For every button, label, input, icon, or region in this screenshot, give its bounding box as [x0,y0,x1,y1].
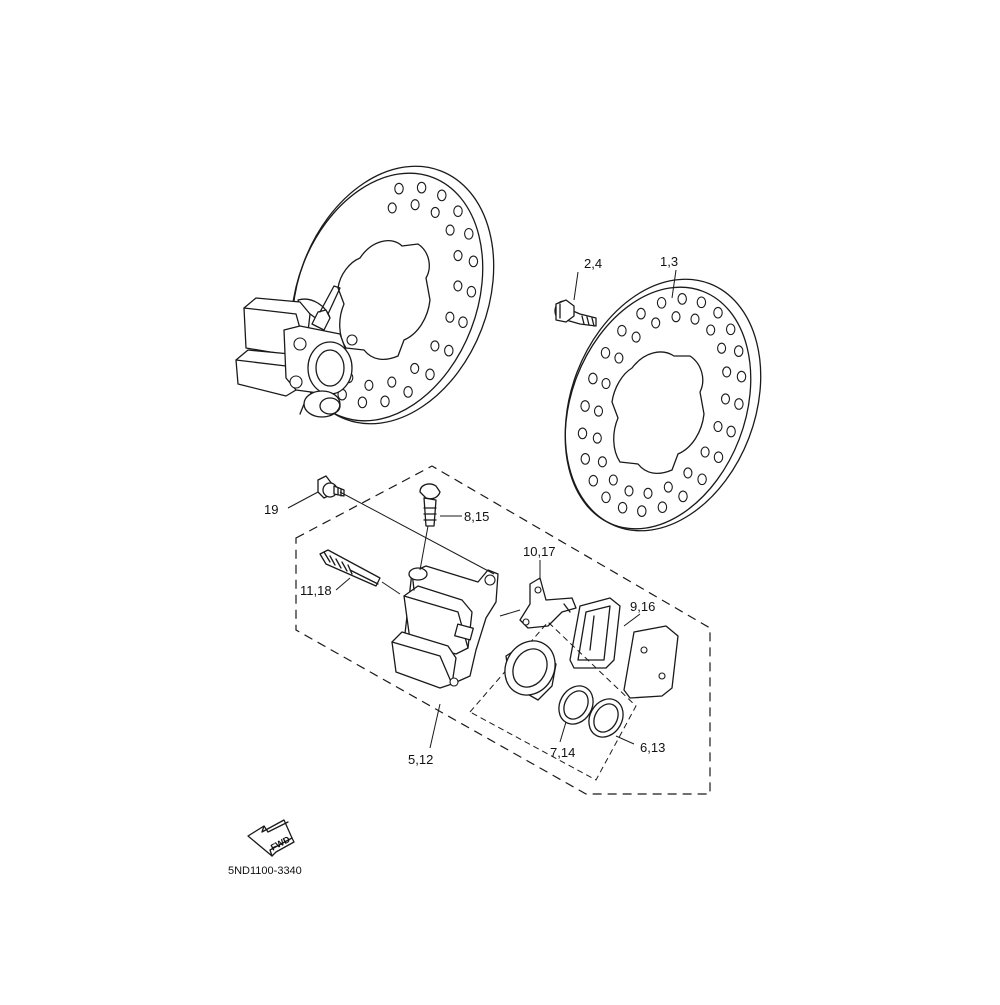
vent-hole [624,485,634,497]
vent-hole [410,362,420,374]
fwd-arrow-icon: FWD [247,819,295,857]
bleed-screw [419,483,441,527]
brake-disc [564,278,762,532]
vent-hole [733,345,744,357]
vent-hole [394,182,404,195]
vent-hole [601,377,611,390]
vent-hole [364,379,374,391]
vent-hole [430,206,440,218]
callout-2-4: 2,4 [584,256,602,271]
vent-hole [387,202,397,214]
vent-hole [445,224,455,236]
vent-hole [643,487,653,499]
vent-hole [736,370,747,383]
vent-hole [678,490,688,503]
vent-hole [580,453,591,465]
vent-hole [713,420,723,433]
vent-hole [403,386,413,398]
vent-hole [656,296,667,309]
vent-hole [466,285,477,298]
disc-bolt [554,299,597,327]
vent-hole [663,481,673,493]
piston-seals [558,685,624,738]
vent-hole [671,311,681,323]
vent-hole [717,342,727,354]
vent-hole [425,368,435,381]
vent-hole [588,372,598,385]
callout-labels: 2,4 1,3 19 8,15 10,17 11,18 9,16 5,12 7,… [264,254,678,767]
vent-hole [453,250,463,262]
caliper-body [391,565,499,689]
vent-hole [734,398,744,410]
vent-hole [726,425,736,438]
assembled-disc-caliper [235,165,495,425]
brake-pads [569,597,679,699]
assembled-caliper [235,285,358,418]
callout-7-14: 7,14 [550,745,575,760]
vent-hole [720,393,731,405]
vent-hole [453,205,463,218]
vent-hole [464,227,474,240]
vent-hole [722,366,732,378]
vent-hole [700,446,710,458]
vent-hole [601,491,611,504]
vent-hole [657,501,668,514]
vent-hole [416,181,427,194]
leader-lines [287,269,677,749]
exploded-view-boundary [295,465,711,795]
vent-hole [713,451,724,464]
vent-hole [453,280,463,292]
pad-spring [519,577,577,629]
callout-5-12: 5,12 [408,752,433,767]
vent-hole [577,427,588,440]
vent-hole [357,396,368,409]
vent-hole [706,324,716,336]
vent-hole [725,323,736,336]
vent-hole [597,456,607,468]
callout-8-15: 8,15 [464,509,489,524]
diagram-code: 5ND1100-3340 [228,865,302,877]
vent-hole [637,505,647,517]
vent-hole [713,306,723,319]
vent-hole [677,293,687,305]
callout-19: 19 [264,502,278,517]
vent-hole [593,405,604,417]
vent-hole [444,344,454,357]
vent-hole [592,432,602,444]
vent-hole [631,331,641,343]
vent-hole [458,316,468,329]
vent-hole [387,376,397,388]
vent-hole [580,400,590,412]
vent-hole [617,501,628,514]
vent-hole [690,313,700,325]
vent-hole [437,189,447,202]
vent-hole [445,311,455,323]
vent-hole [651,317,661,329]
vent-hole [380,395,390,408]
vent-hole [636,307,646,320]
vent-hole [468,255,479,268]
vent-hole [410,199,420,211]
callout-11-18: 11,18 [300,583,332,598]
vent-hole [588,474,599,487]
vent-hole [697,473,707,486]
assembled-brake-disc [290,165,495,425]
callout-10-17: 10,17 [523,544,556,559]
vent-hole [617,324,627,337]
seal-kit-boundary [469,621,637,781]
callout-9-16: 9,16 [630,599,655,614]
callout-1-3: 1,3 [660,254,678,269]
vent-hole [430,340,440,352]
vent-hole [608,474,618,486]
vent-hole [614,352,624,364]
vent-hole [600,346,611,359]
slide-pin [319,549,381,587]
bracket-bolt [317,475,345,499]
vent-hole [683,467,693,479]
piston [504,640,557,701]
callout-6-13: 6,13 [640,740,665,755]
vent-hole [696,296,707,309]
